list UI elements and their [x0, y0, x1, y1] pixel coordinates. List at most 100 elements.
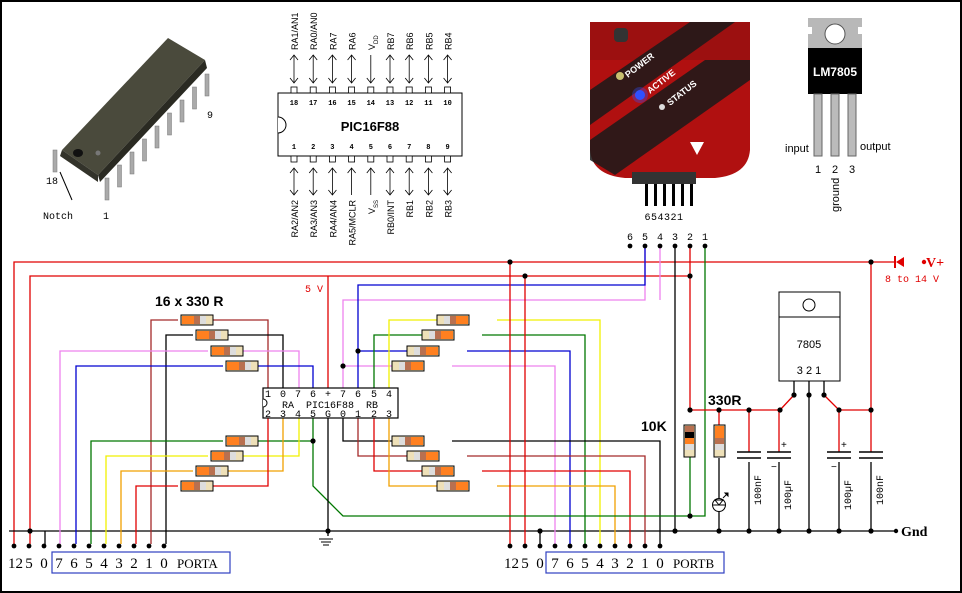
power-input: V+ 8 to 14 V [885, 256, 944, 286]
programmer-header-dot [642, 243, 648, 249]
chip-top-pin-label: 1 [265, 390, 271, 401]
pin-pad [424, 86, 432, 94]
arrow-head-icon [424, 167, 433, 174]
dip-chip-photo: 18 Notch 1 9 [43, 38, 213, 223]
pin-pad [328, 155, 336, 163]
arrow-head-icon [385, 167, 395, 174]
port-power-dot [41, 543, 47, 549]
output-label: output [860, 141, 891, 153]
notch-label: Notch [43, 211, 73, 223]
pin-pad [367, 86, 375, 94]
chip-bottom-pin-label: 0 [340, 410, 346, 421]
junction-dot [791, 392, 797, 398]
programmer-pin [663, 184, 666, 206]
programmer-pin [672, 184, 675, 206]
port-power-label: 0 [536, 556, 544, 572]
pin-number: 18 [290, 100, 298, 108]
dip-legs [52, 73, 210, 201]
port-power-label: 5 [25, 556, 33, 572]
chip-bottom-pin-label: 2 [265, 410, 271, 421]
portb-box [545, 551, 725, 574]
junction-dot [687, 407, 693, 413]
resistor [391, 435, 425, 447]
junction-dot [672, 528, 678, 534]
port-bit-label: 7 [55, 556, 63, 572]
programmer-header-label: 4 [657, 233, 663, 244]
arrow-head-icon [404, 189, 414, 196]
port-power-label: 12 [8, 556, 23, 572]
pin-name: RB6 [405, 32, 415, 50]
pin-pad [328, 86, 336, 94]
pin-name: RA5/MCLR [348, 200, 358, 246]
ra6-wire [75, 365, 223, 544]
regulator-leg-2 [830, 93, 840, 157]
chip-top-pin-label: 7 [295, 390, 301, 401]
pin-name: RB0/INT [386, 200, 396, 235]
junction-dot [716, 528, 722, 534]
schematic-wires [9, 246, 896, 546]
port-bit-dot [56, 543, 62, 549]
chip-bottom-pin-label: G [325, 410, 331, 421]
capacitor-plus: + [841, 440, 847, 451]
vplus-rail [13, 261, 896, 544]
junction-dot [746, 407, 752, 413]
dip-body [62, 38, 205, 175]
regulator-schematic-part: 7805 [797, 339, 821, 351]
pin-pad [444, 155, 452, 163]
chip-bottom-pin-label: 1 [355, 410, 361, 421]
arrow-head-icon [328, 189, 337, 196]
rb2-wire [482, 470, 631, 544]
arrow-head-icon [424, 77, 433, 84]
programmer-pin [645, 184, 648, 206]
resistor [195, 465, 229, 477]
status-led-icon [659, 104, 665, 110]
port-bit-label: 4 [596, 556, 604, 572]
pin-pad [444, 86, 452, 94]
arrow-head-icon [308, 167, 318, 174]
pin-name: RB1 [405, 200, 415, 218]
pullup-resistor [683, 424, 696, 458]
arrow-head-icon [424, 54, 433, 61]
power-led-icon [616, 72, 624, 80]
port-power-label: 12 [504, 556, 519, 572]
resistor [210, 450, 244, 462]
supply-range-label: 8 to 14 V [885, 275, 939, 286]
junction-dot [776, 528, 782, 534]
port-bit-dot [161, 543, 167, 549]
pinout-chip-body [277, 92, 463, 157]
chip-top-pin-label: 4 [386, 390, 392, 401]
port-bit-label: 2 [130, 556, 138, 572]
pin-name: RB2 [424, 200, 434, 218]
regulator-part-label: LM7805 [813, 65, 857, 79]
pin-name: RB4 [444, 32, 454, 50]
chip-top-pin-label: 7 [340, 390, 346, 401]
programmer-header-label: 3 [672, 233, 678, 244]
ra7-wire [59, 350, 208, 544]
pin-number: 7 [407, 144, 411, 152]
pin-name: RA1/AN1 [290, 12, 300, 50]
led-icon [712, 492, 729, 512]
pin-number: 1 [292, 144, 296, 152]
junction-dot [868, 259, 874, 265]
port-bit-dot [71, 543, 77, 549]
port-bit-dot [552, 543, 558, 549]
programmer-header-label: 6 [627, 233, 633, 244]
pin-number: 12 [405, 100, 413, 108]
mclr-wire [312, 441, 691, 517]
pinout-chip-name: PIC16F88 [341, 119, 400, 134]
arrow-head-icon [289, 77, 299, 84]
arrow-head-icon [443, 167, 452, 174]
chip-bottom-pin-label: 5 [310, 410, 316, 421]
port-bit-label: 0 [656, 556, 664, 572]
pin-number: 9 [445, 144, 449, 152]
resistor [436, 480, 470, 492]
capacitor-value: 100µF [784, 480, 795, 510]
ra0-wire [165, 334, 193, 544]
programmer-pin [654, 184, 657, 206]
input-label: input [785, 143, 809, 155]
ra1-wire [150, 319, 178, 544]
ra6-wire [258, 365, 314, 388]
arrow-head-icon [366, 77, 376, 84]
resistor [421, 465, 455, 477]
